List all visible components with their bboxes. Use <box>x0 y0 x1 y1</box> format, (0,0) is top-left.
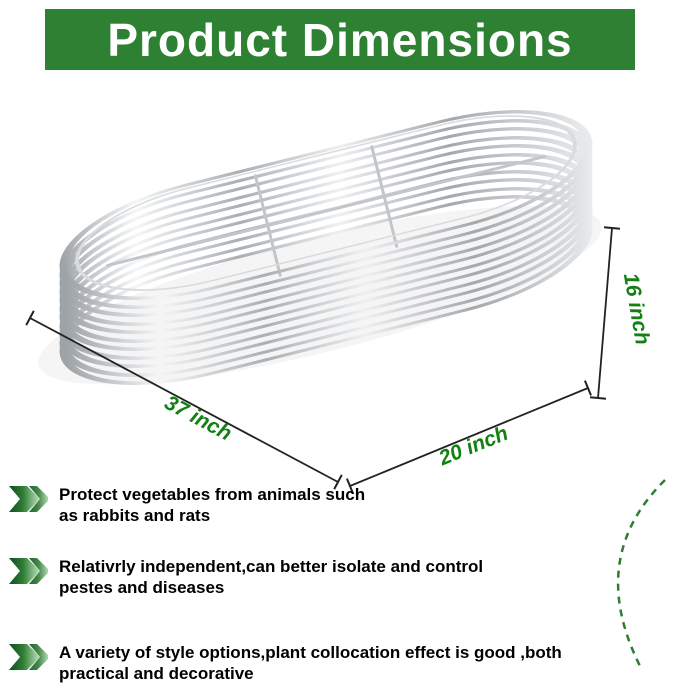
feature-text: Protect vegetables from animals such as … <box>59 485 366 526</box>
length-dimension-label: 37 inch <box>161 391 236 445</box>
bed-cross-braces <box>95 107 556 315</box>
dimension-end-ticks <box>25 226 621 494</box>
height-dimension-label: 16 inch <box>619 271 654 346</box>
feature-row: Relativrly independent,can better isolat… <box>8 556 483 598</box>
feature-text: Relativrly independent,can better isolat… <box>59 557 484 598</box>
bed-inner-rim <box>75 115 577 291</box>
feature-row: A variety of style options,plant colloca… <box>8 642 562 684</box>
length-dimension-line <box>29 317 339 483</box>
width-dimension-label: 20 inch <box>435 422 512 471</box>
width-dimension-line <box>349 387 589 487</box>
feature-arrow-icon <box>9 558 48 584</box>
height-dimension-line <box>597 227 613 399</box>
dimension-lines <box>25 226 621 494</box>
raised-bed-illustration <box>51 88 601 407</box>
page-title: Product Dimensions <box>107 13 573 66</box>
feature-arrow-icon <box>9 486 48 512</box>
feature-row: Protect vegetables from animals such as … <box>8 484 365 526</box>
feature-text: A variety of style options,plant colloca… <box>59 643 562 684</box>
dashed-accent-curve <box>616 479 666 667</box>
banner: Product Dimensions <box>45 9 635 70</box>
feature-arrow-icon <box>9 644 48 670</box>
